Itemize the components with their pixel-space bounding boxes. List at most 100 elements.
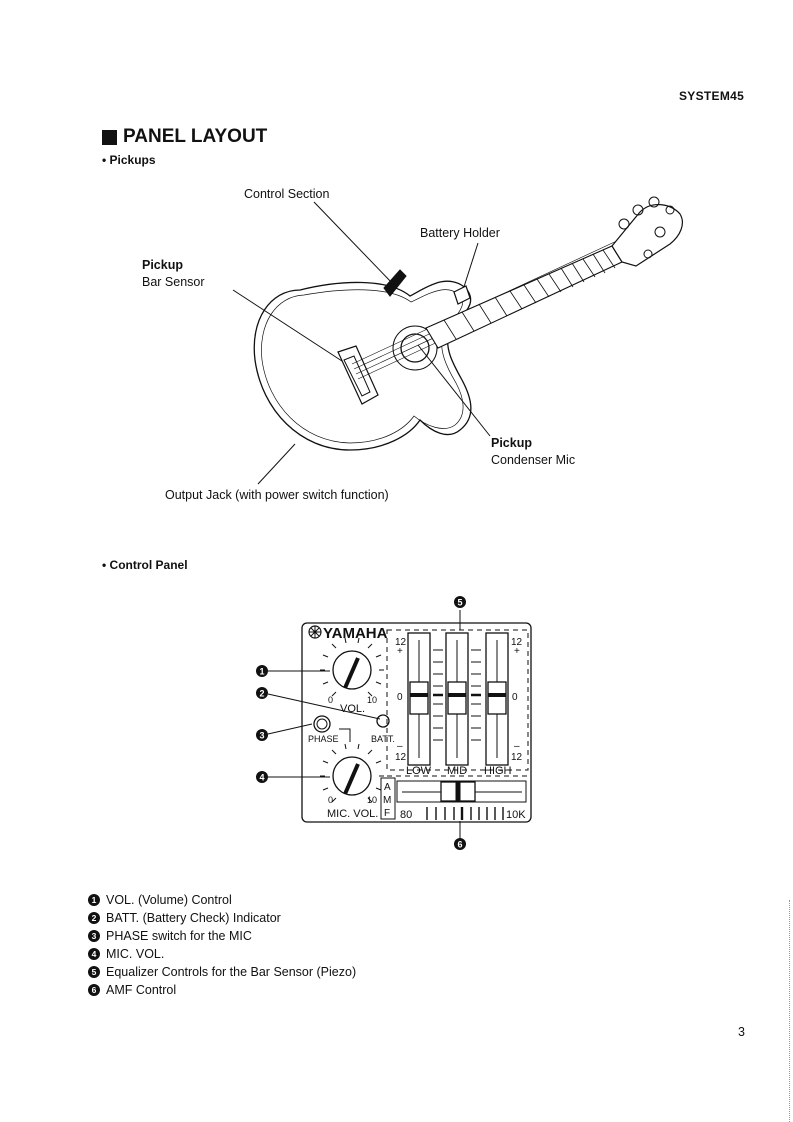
battery-holder-box xyxy=(453,285,471,305)
leader-bar-sensor xyxy=(232,289,346,364)
pickups-heading: • Pickups xyxy=(102,153,156,167)
legend-item: 1 VOL. (Volume) Control xyxy=(88,891,356,909)
legend-number: 6 xyxy=(88,984,100,996)
legend-text: PHASE switch for the MIC xyxy=(106,929,252,943)
legend-number: 4 xyxy=(88,948,100,960)
eq-bottom-left: 12 xyxy=(395,752,407,763)
eq-mid-slider xyxy=(445,632,469,766)
legend-number: 5 xyxy=(88,966,100,978)
eq-low-slider xyxy=(407,632,431,766)
vol-max: 10 xyxy=(367,695,377,705)
eq-low-label: LOW xyxy=(406,765,432,777)
mic-vol-min: 0 xyxy=(328,795,333,805)
legend-text: AMF Control xyxy=(106,983,177,997)
legend-text: BATT. (Battery Check) Indicator xyxy=(106,911,281,925)
amf-letter-m: M xyxy=(383,795,391,806)
legend-number: 3 xyxy=(88,930,100,942)
legend-item: 2 BATT. (Battery Check) Indicator xyxy=(88,909,356,927)
eq-high-slider xyxy=(485,632,509,766)
tuner-peg xyxy=(618,218,630,230)
callout-6: 6 xyxy=(454,838,466,850)
callout-4: 4 xyxy=(256,771,268,783)
guitar-body xyxy=(253,280,472,451)
control-panel-heading: • Control Panel xyxy=(102,558,188,572)
svg-text:6: 6 xyxy=(457,840,462,850)
yamaha-logo-icon xyxy=(308,625,322,639)
amf-min: 80 xyxy=(400,809,412,821)
legend-number: 2 xyxy=(88,912,100,924)
pickup-bar-title: Pickup xyxy=(142,258,183,272)
legend-item: 6 AMF Control xyxy=(88,981,356,999)
sound-hole-outer xyxy=(392,325,438,371)
legend-list: 1 VOL. (Volume) Control 2 BATT. (Battery… xyxy=(88,891,356,999)
legend-text: VOL. (Volume) Control xyxy=(106,893,232,907)
amf-max: 10K xyxy=(506,809,526,821)
svg-text:4: 4 xyxy=(259,773,264,783)
svg-text:3: 3 xyxy=(259,731,264,741)
label-control-section: Control Section xyxy=(244,187,330,201)
phase-label: PHASE xyxy=(308,734,339,744)
eq-minus-left: – xyxy=(397,741,403,752)
guitar-body-binding xyxy=(261,289,464,444)
margin-line xyxy=(789,900,790,1122)
amf-scale-marks xyxy=(426,807,504,820)
label-pickup-bar: Pickup Bar Sensor xyxy=(142,258,205,289)
sound-hole xyxy=(400,333,430,363)
eq-plus-right: + xyxy=(514,646,520,657)
document-model-code: SYSTEM45 xyxy=(679,89,745,103)
pickup-mic-sub: Condenser Mic xyxy=(491,453,576,467)
vol-min: 0 xyxy=(328,695,333,705)
batt-label: BATT. xyxy=(371,734,395,744)
mic-vol-knob-group xyxy=(320,743,384,803)
eq-area-outline xyxy=(386,629,529,771)
amf-label-box xyxy=(380,777,396,820)
eq-bottom-right: 12 xyxy=(511,752,523,763)
leader-control-section xyxy=(313,201,394,285)
phase-switch xyxy=(313,715,331,733)
eq-plus-left: + xyxy=(397,646,403,657)
eq-zero-left: 0 xyxy=(397,692,403,703)
legend-item: 4 MIC. VOL. xyxy=(88,945,356,963)
svg-text:5: 5 xyxy=(457,598,462,608)
eq-minus-right: – xyxy=(514,741,520,752)
mic-vol-max: 10 xyxy=(367,795,377,805)
callout-1: 1 xyxy=(256,665,268,677)
mic-vol-knob xyxy=(332,756,372,796)
label-pickup-mic: Pickup Condenser Mic xyxy=(491,436,575,467)
vol-label: VOL. xyxy=(340,703,365,715)
section-title-text: PANEL LAYOUT xyxy=(123,126,268,147)
mic-vol-label: MIC. VOL. xyxy=(327,808,378,820)
brand-text: YAMAHA xyxy=(323,625,388,642)
eq-high-label: HIGH xyxy=(484,765,512,777)
leader-output-jack xyxy=(257,443,296,485)
bridge xyxy=(337,345,379,405)
legend-item: 5 Equalizer Controls for the Bar Sensor … xyxy=(88,963,356,981)
legend-text: Equalizer Controls for the Bar Sensor (P… xyxy=(106,965,357,979)
eq-zero-right: 0 xyxy=(512,692,518,703)
batt-indicator xyxy=(376,714,390,728)
eq-mid-label: MID xyxy=(447,765,467,777)
control-section-box xyxy=(383,269,407,297)
leader-condenser-mic xyxy=(417,344,491,437)
svg-text:2: 2 xyxy=(259,689,264,699)
control-panel-frame xyxy=(301,622,532,823)
page-number: 3 xyxy=(738,1025,745,1039)
callout-2: 2 xyxy=(256,687,268,699)
section-title: PANEL LAYOUT xyxy=(102,126,267,148)
amf-letter-f: F xyxy=(384,808,390,819)
svg-text:1: 1 xyxy=(259,667,264,677)
legend-number: 1 xyxy=(88,894,100,906)
pickup-bar-sub: Bar Sensor xyxy=(142,275,205,289)
legend-item: 3 PHASE switch for the MIC xyxy=(88,927,356,945)
eq-top-left: 12 xyxy=(395,637,407,648)
label-battery-holder: Battery Holder xyxy=(420,226,500,240)
eq-scale-marks xyxy=(433,649,481,741)
amf-slider-track xyxy=(396,780,527,803)
callout-3: 3 xyxy=(256,729,268,741)
eq-top-right: 12 xyxy=(511,637,523,648)
leader-battery-holder xyxy=(461,242,479,294)
amf-letter-a: A xyxy=(384,782,391,793)
control-panel-diagram: YAMAHA 0 10 VOL. PHASE BATT. 0 10 MIC. V… xyxy=(256,596,532,850)
vol-knob-group xyxy=(320,637,384,697)
guitar-illustration xyxy=(232,196,683,485)
